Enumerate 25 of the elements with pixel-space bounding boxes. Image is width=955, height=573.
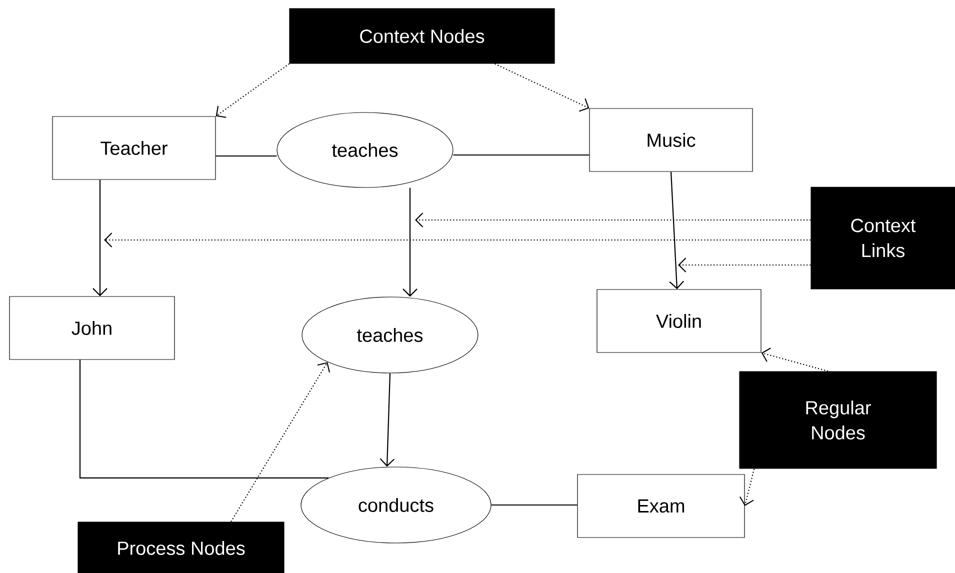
leader-line <box>415 212 811 228</box>
concept-box: Music <box>589 108 753 172</box>
concept-box: John <box>9 296 175 360</box>
arrow <box>92 180 108 296</box>
concept-box: Teacher <box>52 116 216 180</box>
label-box: Regular Nodes <box>739 371 937 469</box>
leader-line <box>494 63 590 112</box>
arrow <box>380 373 395 467</box>
concept-box: Exam <box>577 474 745 538</box>
leader-line <box>761 348 828 372</box>
arrow <box>669 172 684 290</box>
connector-line <box>491 504 578 506</box>
label-box: Context Nodes <box>289 8 555 64</box>
concept-box: Violin <box>596 289 762 353</box>
label-box: Context Links <box>810 186 955 290</box>
label-box: Process Nodes <box>78 522 284 573</box>
connector-line <box>453 154 590 156</box>
connector-line <box>216 155 277 157</box>
connector-line <box>79 360 329 478</box>
leader-line <box>230 362 330 522</box>
arrow <box>402 188 418 297</box>
leader-line <box>739 468 755 506</box>
leader-line <box>104 232 811 248</box>
leader-line <box>678 258 811 272</box>
leader-line <box>216 63 290 118</box>
